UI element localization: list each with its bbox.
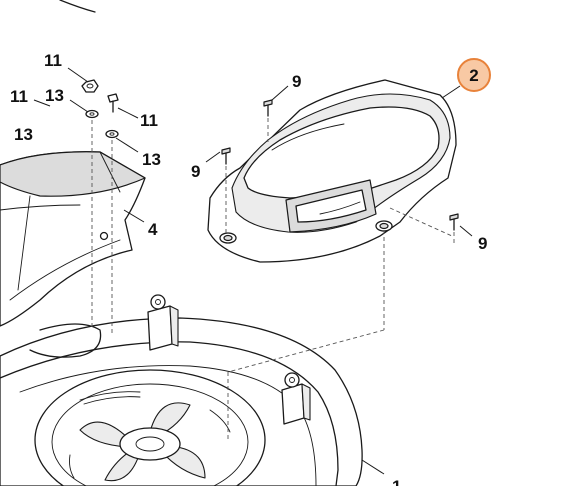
callout-2: 2 (469, 66, 478, 85)
partial-part-outline (59, 0, 96, 13)
callout-13-right: 13 (142, 150, 161, 169)
callout-11-top: 11 (44, 51, 62, 70)
mower-deck (0, 294, 363, 486)
washer-13-right (105, 129, 119, 139)
assembly-lines (91, 118, 455, 440)
side-chute (0, 151, 146, 327)
bolt-11-right (107, 93, 119, 113)
callout-2-circle (457, 58, 491, 92)
callout-13-far-left: 13 (14, 125, 33, 144)
screw-9-left (221, 147, 231, 165)
callout-4: 4 (148, 220, 158, 239)
deck-cover (207, 79, 457, 263)
callout-11-right: 11 (140, 111, 158, 130)
callout-9-top: 9 (292, 72, 301, 91)
callout-9-right: 9 (478, 234, 487, 253)
screw-9-right (449, 213, 459, 231)
callout-11-left: 11 (10, 87, 28, 106)
washer-13-left (85, 109, 99, 119)
nut-11-left (81, 79, 99, 93)
screw-9-top (263, 99, 273, 117)
callout-1: 1 (392, 477, 401, 486)
callout-13-left: 13 (45, 86, 64, 105)
leader-lines (33, 67, 473, 475)
callout-9-left: 9 (191, 162, 200, 181)
